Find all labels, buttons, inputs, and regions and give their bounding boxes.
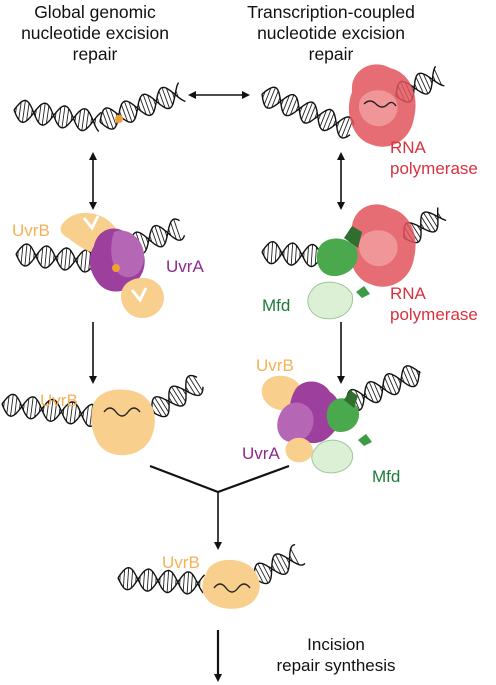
rna-pol-2-line-2: polymerase bbox=[390, 305, 478, 324]
header-right: Transcription-coupled nucleotide excisio… bbox=[236, 2, 426, 65]
rna-polymerase-shape bbox=[348, 64, 416, 147]
rna-pol-1-line-1: RNA bbox=[390, 138, 426, 157]
header-right-line-1: Transcription-coupled bbox=[247, 2, 415, 22]
header-left-line-3: repair bbox=[72, 44, 118, 64]
header-left-line-2: nucleotide excision bbox=[21, 23, 169, 43]
final-step-line-2: repair synthesis bbox=[276, 656, 396, 675]
arrow-merge bbox=[149, 464, 290, 494]
arrows bbox=[89, 91, 345, 682]
mfd-shape-1 bbox=[316, 238, 358, 276]
dna-l3-b bbox=[151, 374, 204, 418]
rna-pol-mfd-complex bbox=[307, 204, 416, 320]
dna-r1-a bbox=[261, 86, 355, 139]
dna-f-a bbox=[117, 566, 206, 595]
header-right-line-3: repair bbox=[308, 44, 354, 64]
dna-l2-a bbox=[15, 243, 97, 273]
label-uvrb-1: UvrB bbox=[12, 221, 50, 240]
uvrb-dna-complex bbox=[91, 389, 155, 456]
label-mfd-2: Mfd bbox=[372, 467, 401, 486]
rna-pol-1-line-2: polymerase bbox=[390, 159, 478, 178]
dna-l1-b bbox=[99, 82, 186, 130]
uvra-uvrb-complex bbox=[60, 212, 164, 318]
header-left: Global genomic nucleotide excision repai… bbox=[0, 2, 190, 65]
uvrb-shape-final bbox=[202, 559, 260, 609]
label-uvrb-2: UvrB bbox=[40, 391, 78, 410]
dna-r3-a bbox=[345, 365, 421, 412]
final-step-label: Incision repair synthesis bbox=[236, 634, 436, 676]
dna-f-b bbox=[253, 544, 306, 585]
label-uvrb-3: UvrB bbox=[256, 356, 294, 375]
dna-l1-a bbox=[13, 99, 102, 133]
dna-l3-a bbox=[1, 393, 98, 427]
final-step-line-1: Incision bbox=[307, 635, 365, 654]
header-right-line-2: nucleotide excision bbox=[257, 23, 405, 43]
header-left-line-1: Global genomic bbox=[34, 2, 156, 22]
label-mfd-1: Mfd bbox=[262, 296, 291, 315]
dna-lesion-marker bbox=[115, 115, 123, 123]
label-uvra-1: UvrA bbox=[166, 257, 204, 276]
label-rna-polymerase-2: RNA polymerase bbox=[390, 283, 478, 325]
final-uvrb-complex bbox=[202, 559, 260, 609]
rna-pol-2-line-1: RNA bbox=[390, 284, 426, 303]
uvrb-shape-3 bbox=[91, 389, 155, 456]
dna-r2-b bbox=[403, 207, 447, 244]
label-uvra-2: UvrA bbox=[242, 444, 280, 463]
uvra-uvrb-mfd-complex bbox=[261, 375, 372, 474]
label-uvrb-final: UvrB bbox=[162, 553, 200, 572]
label-rna-polymerase-1: RNA polymerase bbox=[390, 137, 478, 179]
